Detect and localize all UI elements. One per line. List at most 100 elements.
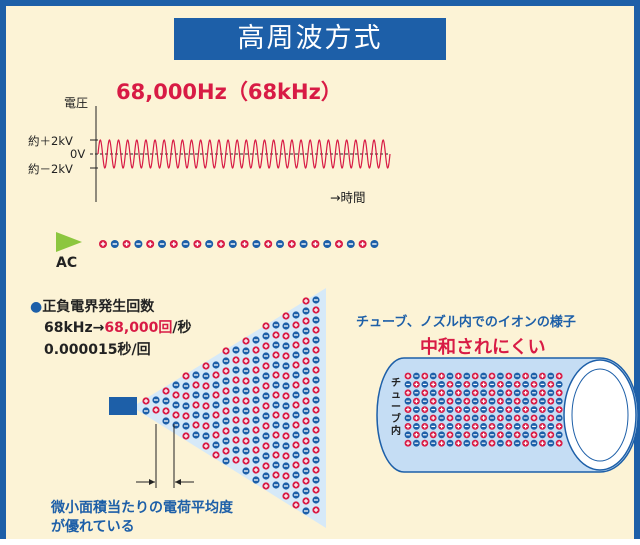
negative-ion xyxy=(242,447,250,455)
negative-ion xyxy=(471,431,479,439)
positive-ion xyxy=(312,366,320,374)
positive-ion xyxy=(242,377,250,385)
positive-ion xyxy=(497,397,504,405)
positive-ion xyxy=(421,423,429,430)
negative-ion xyxy=(232,446,240,454)
positive-ion xyxy=(240,240,249,248)
negative-ion xyxy=(276,240,284,248)
negative-ion xyxy=(522,431,529,439)
negative-ion xyxy=(222,397,230,405)
negative-ion xyxy=(172,381,180,389)
negative-ion xyxy=(555,431,563,439)
positive-ion xyxy=(222,367,230,375)
positive-ion xyxy=(505,423,513,430)
positive-ion xyxy=(262,322,270,330)
tick-label-zero: 0V xyxy=(70,147,86,161)
negative-ion xyxy=(302,407,310,415)
negative-ion xyxy=(413,406,420,413)
negative-ion xyxy=(252,240,261,248)
negative-ion xyxy=(505,431,513,439)
positive-ion xyxy=(252,386,260,394)
positive-ion xyxy=(232,456,240,464)
rate-suffix: /秒 xyxy=(172,320,192,336)
negative-ion xyxy=(222,417,230,425)
negative-ion xyxy=(162,417,170,425)
negative-ion xyxy=(302,367,310,375)
frequency-label: 68,000Hz（68kHz） xyxy=(116,80,342,104)
negative-ion xyxy=(262,392,270,400)
spray-ions xyxy=(142,296,320,515)
negative-ion xyxy=(272,401,280,409)
negative-ion xyxy=(292,431,300,439)
spray-cone xyxy=(137,288,326,528)
negative-ion xyxy=(282,362,290,370)
rate-prefix: 68kHz→ xyxy=(44,320,105,336)
negative-ion xyxy=(438,431,445,439)
rate-value: 68,000回 xyxy=(104,320,173,336)
positive-ion xyxy=(446,431,454,439)
negative-ion xyxy=(480,423,487,430)
positive-ion xyxy=(463,381,471,388)
negative-ion xyxy=(438,414,445,422)
positive-ion xyxy=(262,342,270,350)
positive-ion xyxy=(522,423,529,430)
positive-ion xyxy=(302,297,310,305)
negative-ion xyxy=(455,414,462,422)
positive-ion xyxy=(471,389,479,397)
charge-count-heading-text: 正負電界発生回数 xyxy=(42,299,155,315)
negative-ion xyxy=(302,387,310,395)
negative-ion xyxy=(429,423,437,430)
positive-ion xyxy=(272,451,280,459)
negative-ion xyxy=(212,401,220,409)
negative-ion xyxy=(471,397,479,405)
positive-ion xyxy=(505,372,513,380)
positive-ion xyxy=(122,240,131,248)
positive-ion xyxy=(312,446,320,454)
negative-ion xyxy=(530,389,538,397)
positive-ion xyxy=(169,240,178,248)
negative-ion xyxy=(522,381,529,388)
positive-ion xyxy=(302,357,310,365)
negative-ion xyxy=(513,423,521,430)
positive-ion xyxy=(421,389,429,397)
negative-ion xyxy=(429,389,437,397)
positive-ion xyxy=(182,372,190,380)
negative-ion xyxy=(282,382,290,390)
positive-ion xyxy=(292,341,300,349)
positive-ion xyxy=(292,321,300,329)
positive-ion xyxy=(471,406,479,413)
negative-ion xyxy=(202,372,210,380)
negative-ion xyxy=(312,296,320,304)
positive-ion xyxy=(172,391,180,399)
positive-ion xyxy=(404,389,412,397)
positive-ion xyxy=(252,466,260,474)
tube-opening-inner xyxy=(571,368,629,462)
negative-ion xyxy=(299,240,308,248)
positive-ion xyxy=(272,331,280,339)
negative-ion xyxy=(530,372,538,380)
negative-ion xyxy=(134,240,143,248)
positive-ion xyxy=(547,397,555,405)
negative-ion xyxy=(272,361,280,369)
marker-arrowhead-right xyxy=(175,479,181,485)
positive-ion xyxy=(488,406,496,413)
negative-ion xyxy=(282,442,290,450)
positive-ion xyxy=(312,466,320,474)
negative-ion xyxy=(282,462,290,470)
positive-ion xyxy=(302,337,310,345)
negative-ion xyxy=(192,371,200,379)
negative-ion xyxy=(505,414,513,422)
negative-ion xyxy=(446,406,454,413)
negative-ion xyxy=(282,402,290,410)
negative-ion xyxy=(463,372,471,380)
negative-ion xyxy=(252,436,260,444)
positive-ion xyxy=(429,397,437,405)
positive-ion xyxy=(262,482,270,490)
positive-ion xyxy=(282,312,290,320)
positive-ion xyxy=(312,326,320,334)
negative-ion xyxy=(463,439,471,447)
positive-ion xyxy=(404,406,412,413)
positive-ion xyxy=(272,471,280,479)
positive-ion xyxy=(438,372,445,380)
negative-ion xyxy=(505,381,513,388)
